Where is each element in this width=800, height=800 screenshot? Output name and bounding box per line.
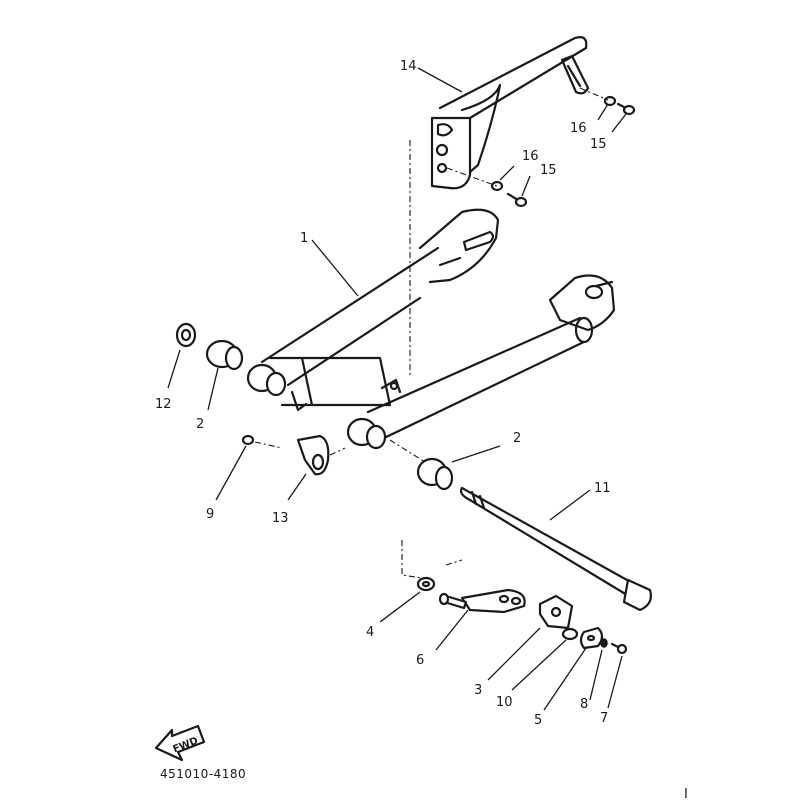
part-8-washer <box>600 638 608 648</box>
callout-16-upper: 16 <box>570 121 587 136</box>
part-2-bushing-right <box>416 457 454 491</box>
callout-4: 4 <box>366 625 374 640</box>
part-12-cap <box>175 322 197 348</box>
callout-1: 1 <box>300 231 308 246</box>
part-3-block <box>538 594 574 630</box>
callout-12: 12 <box>155 397 172 412</box>
diagram-code: 451010-4180 <box>160 767 246 781</box>
corner-mark: I <box>684 787 688 800</box>
callout-15-lower: 15 <box>540 163 557 178</box>
callout-6: 6 <box>416 653 424 668</box>
part-7-bolt <box>610 642 628 655</box>
part-16-washer-lower <box>490 180 504 192</box>
part-2-bushing-pivot <box>246 363 287 397</box>
part-15-bolt-upper <box>616 102 636 116</box>
callout-3: 3 <box>474 683 482 698</box>
part-2-bushing-pivot-right <box>346 417 387 450</box>
callout-15-upper: 15 <box>590 137 607 152</box>
callout-5: 5 <box>534 713 542 728</box>
callout-2-left: 2 <box>196 417 204 432</box>
callout-11: 11 <box>594 481 611 496</box>
part-14-bracket <box>430 36 590 190</box>
callout-16-lower: 16 <box>522 149 539 164</box>
part-6-link-arm <box>438 588 526 614</box>
callout-2-right: 2 <box>513 431 521 446</box>
part-16-washer-upper <box>603 95 617 107</box>
callout-10: 10 <box>496 695 513 710</box>
part-9-washer <box>241 434 255 446</box>
callout-14: 14 <box>400 59 417 74</box>
part-13-clip <box>296 434 330 476</box>
fwd-arrow-icon: FWD <box>154 724 206 762</box>
callout-8: 8 <box>580 697 588 712</box>
part-2-bushing-left <box>205 339 244 371</box>
callout-9: 9 <box>206 507 214 522</box>
part-4-bushing <box>416 576 436 592</box>
part-11-pivot-bolt <box>459 486 652 612</box>
callout-7: 7 <box>600 711 608 726</box>
part-5-plate <box>579 626 604 650</box>
part-10-collar <box>561 627 579 641</box>
fwd-label: FWD <box>171 735 199 755</box>
leader-lines <box>167 67 627 711</box>
part-1-swingarm <box>260 208 616 442</box>
callout-13: 13 <box>272 511 289 526</box>
part-15-bolt-lower <box>506 192 528 208</box>
